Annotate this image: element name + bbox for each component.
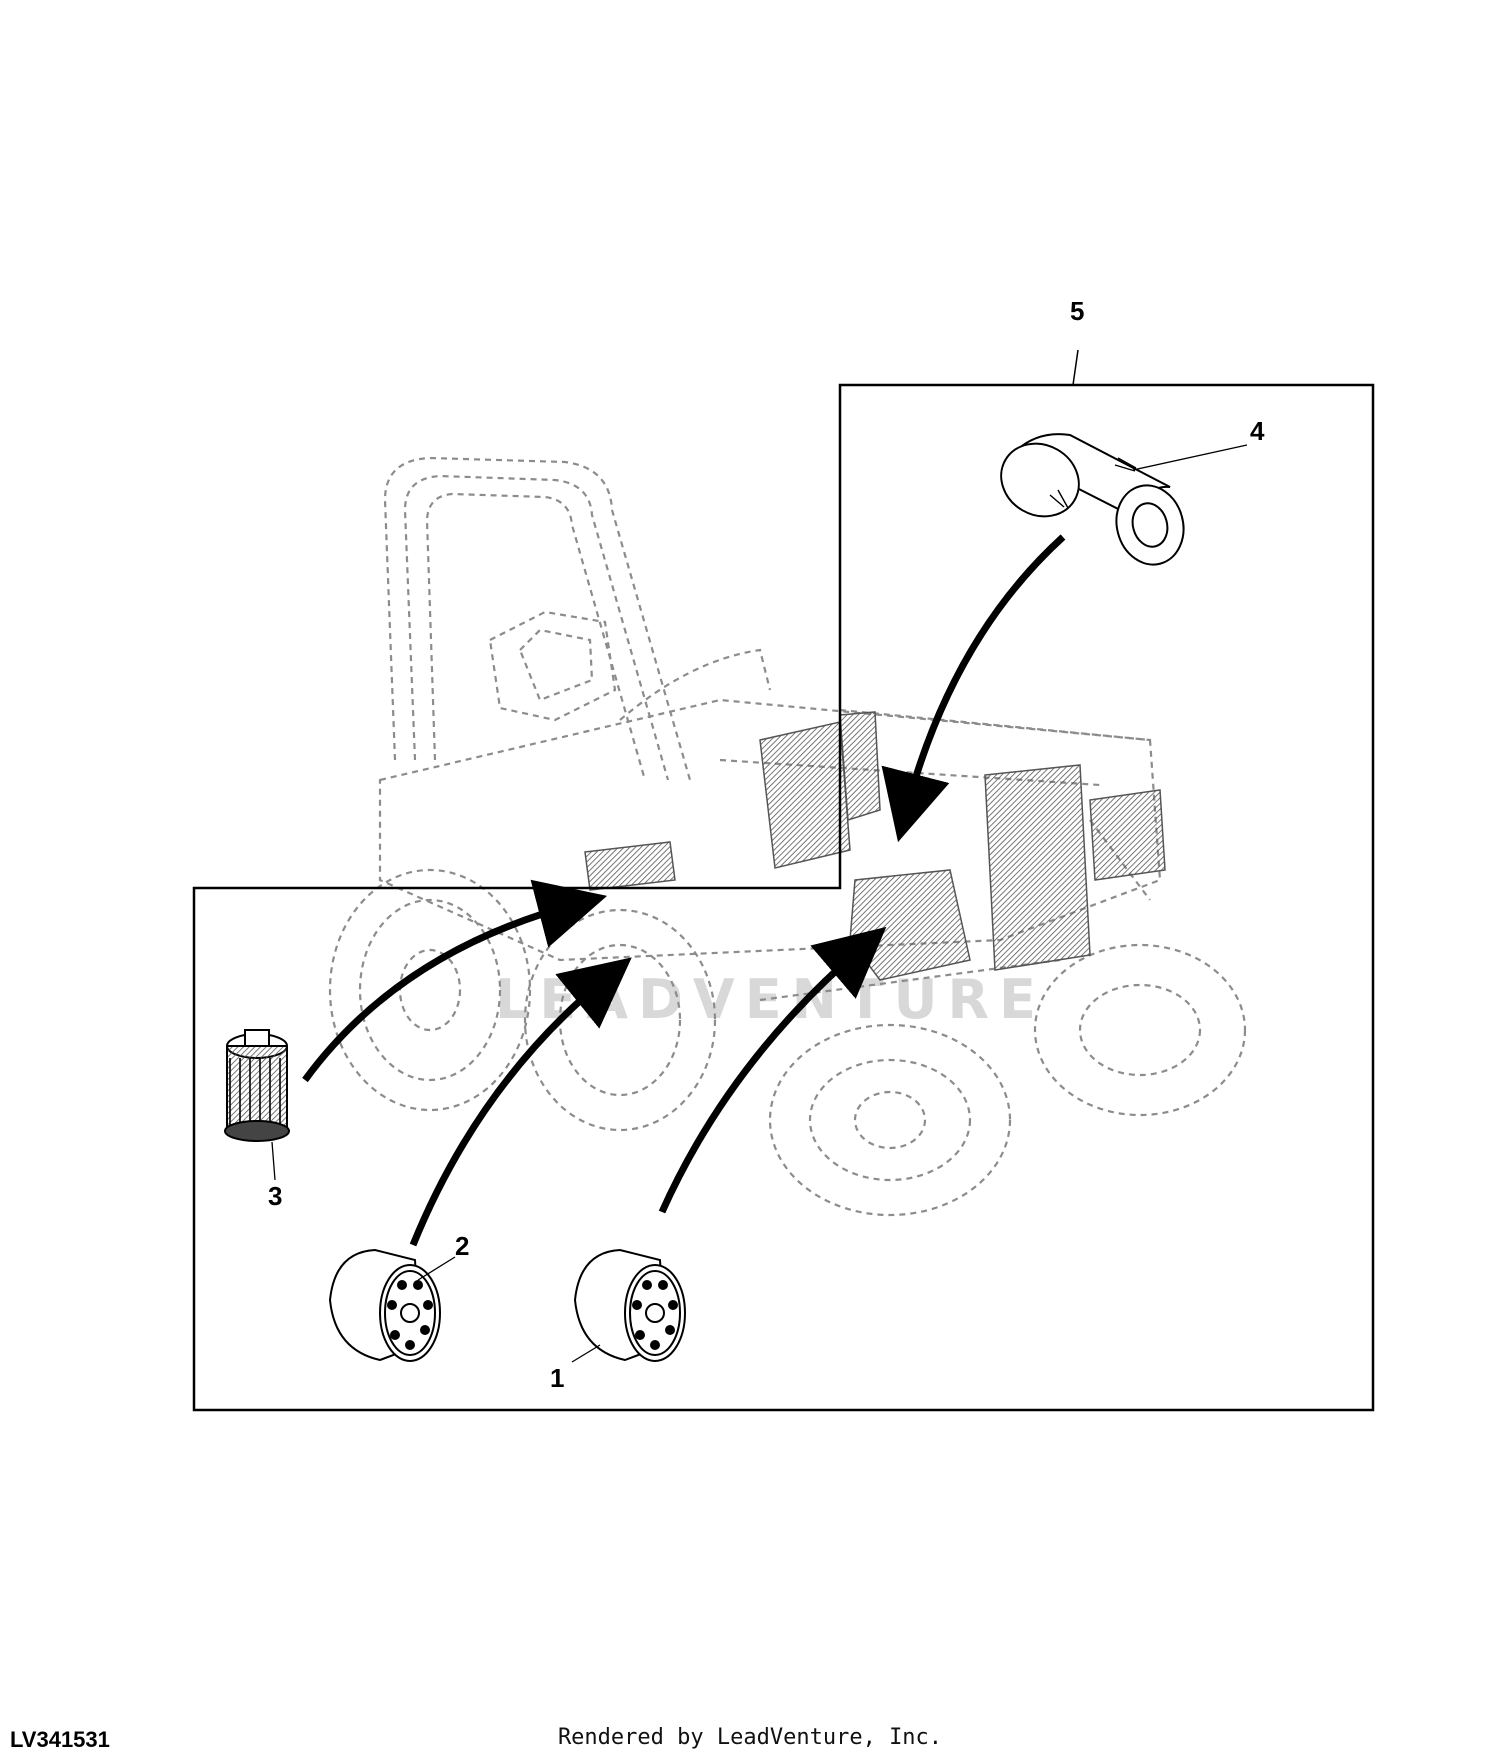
- oil-filter-part-2: [328, 1248, 456, 1362]
- install-arrows: [302, 534, 1066, 1247]
- air-filter-element: [1000, 433, 1248, 566]
- callout-3: 3: [268, 1181, 282, 1211]
- tractor-ghost-drawing: [328, 456, 1247, 1217]
- callout-1: 1: [550, 1363, 564, 1393]
- callout-5: 5: [1070, 296, 1084, 326]
- arrow-hydraulic-filter: [302, 879, 608, 1083]
- arrow-oil-filter-1: [658, 926, 887, 1214]
- oil-filter-part-1: [571, 1248, 686, 1363]
- hydraulic-filter-element: [224, 1029, 290, 1181]
- arrow-air-filter: [881, 534, 1066, 843]
- arrow-oil-filter-2: [409, 957, 632, 1247]
- callout-4: 4: [1250, 416, 1265, 446]
- figure-id: LV341531: [10, 1727, 110, 1752]
- render-credit: Rendered by LeadVenture, Inc.: [557, 1725, 943, 1750]
- callout-5-bracket: [192, 349, 1375, 1412]
- callout-2: 2: [455, 1231, 469, 1261]
- engine-hatched-parts: [584, 711, 1166, 981]
